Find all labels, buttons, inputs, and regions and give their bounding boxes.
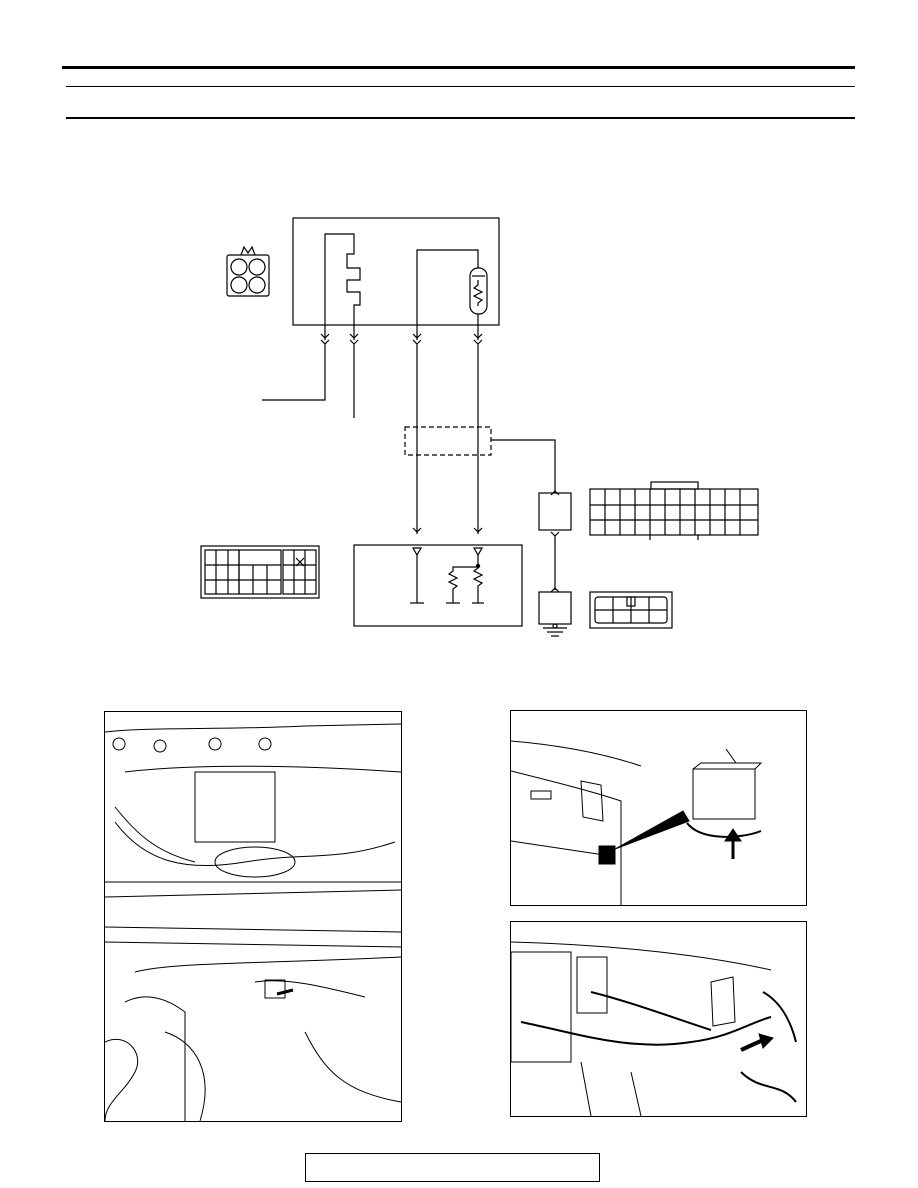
dashboard-module-photo	[510, 710, 807, 906]
dashboard-harness-photo	[510, 921, 807, 1117]
ground-connector	[538, 591, 572, 625]
sensor-module	[292, 217, 500, 326]
wiring-diagram	[200, 217, 759, 637]
terminal-grid-connector-icon	[200, 545, 320, 599]
sixteen-pin-connector-icon	[589, 481, 759, 540]
ecu-module	[353, 544, 523, 627]
header-rule-thick	[62, 66, 855, 69]
header-rule-bottom	[66, 117, 855, 119]
shield-box	[404, 426, 492, 456]
four-pin-connector-icon	[226, 245, 270, 297]
junction-connector	[538, 492, 572, 531]
connector-chevrons	[320, 333, 483, 345]
engine-compartment-photo	[104, 711, 402, 1122]
page-footer-box	[305, 1153, 600, 1182]
header-rule-thin	[66, 86, 855, 87]
eight-pin-connector-icon	[589, 591, 673, 629]
switch-symbol	[324, 233, 361, 340]
heater-element-icon	[469, 267, 488, 315]
